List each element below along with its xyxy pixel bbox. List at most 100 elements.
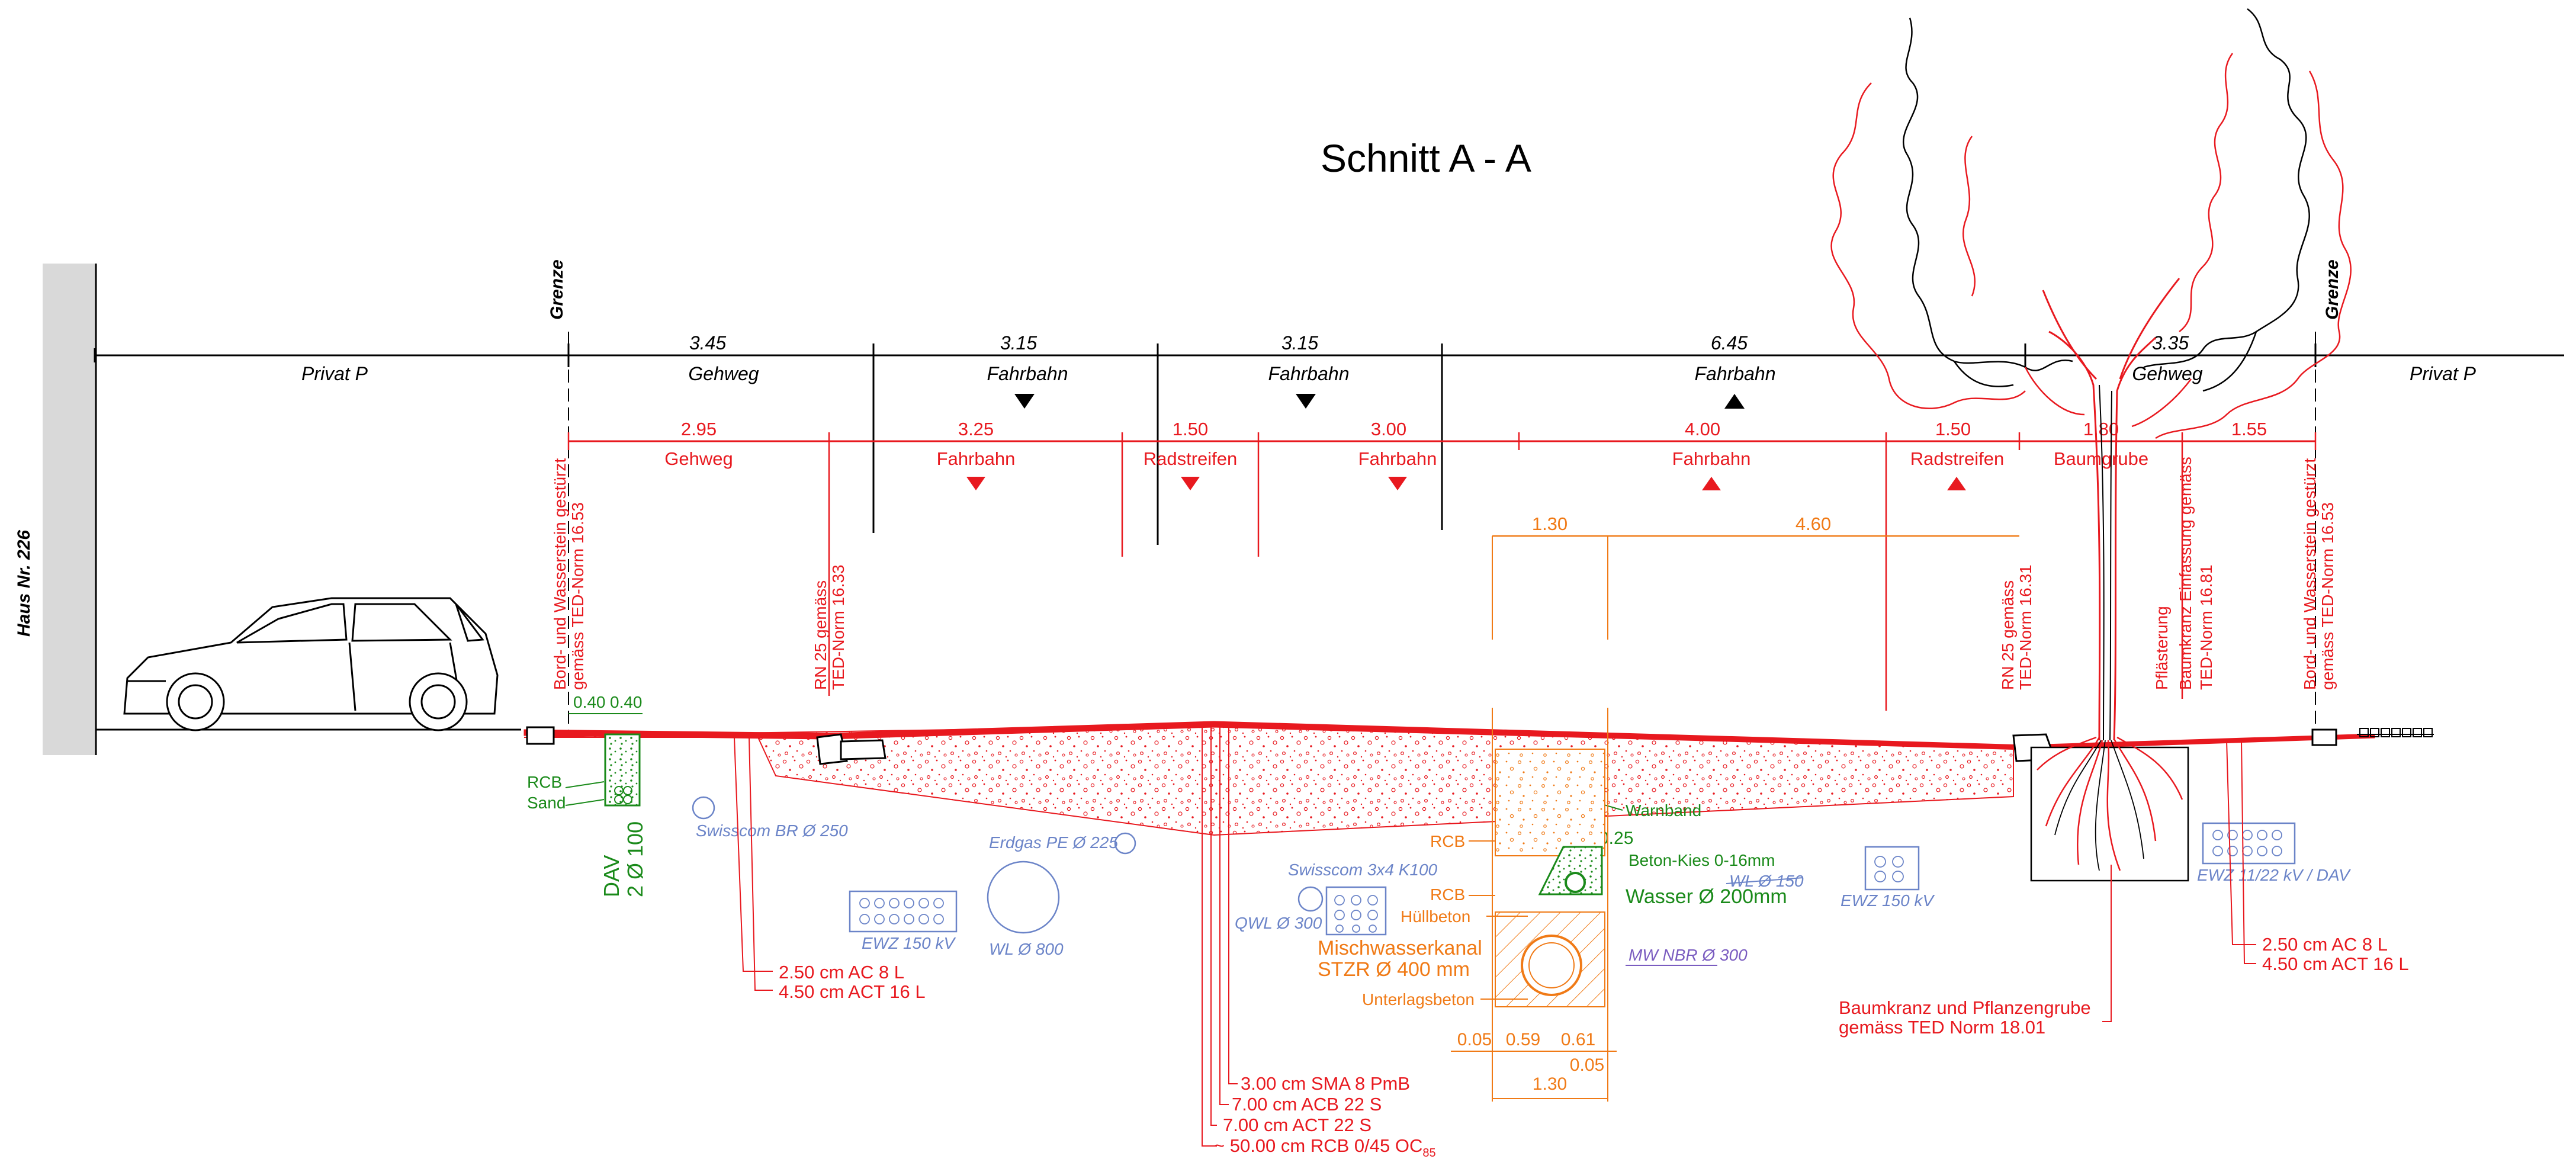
- paving-note-3: TED-Norm 16.81: [2197, 564, 2215, 690]
- dav-label-rcb: RCB: [527, 773, 562, 791]
- trench-top-dim-2: 4.60: [1796, 513, 1831, 534]
- trench-backfill: [1495, 749, 1605, 856]
- existing-dim-1: 3.45: [689, 332, 726, 354]
- paving-blocks: [2359, 728, 2433, 737]
- planned-zone-fahrbahn-3: Fahrbahn: [1672, 448, 1751, 469]
- wl-800-pipe: [987, 861, 1060, 934]
- swisscom-k-cable-block: [1325, 886, 1387, 936]
- existing-zone-private-right: Privat P: [2410, 363, 2477, 384]
- planned-zone-fahrbahn-2: Fahrbahn: [1358, 448, 1437, 469]
- ewz-mid-label: EWZ 150 kV: [1841, 891, 1935, 910]
- existing-zone-gehweg-left: Gehweg: [688, 363, 759, 384]
- car-illustration: [123, 597, 499, 731]
- planned-dim-4: 3.00: [1371, 419, 1406, 439]
- curb-note-right-1: Bord- und Wasserstein gestürzt: [2301, 458, 2319, 690]
- dav-label: DAV: [599, 855, 624, 897]
- trench-bottom-dim-4: 1.30: [1533, 1074, 1567, 1094]
- tree-note-1: Baumkranz und Pflanzengrube: [1839, 997, 2091, 1018]
- trench-bottom-dim-3: 0.61: [1561, 1030, 1595, 1049]
- rn-note-left-2: TED-Norm 16.33: [829, 564, 847, 690]
- tree-crown-black: [1903, 8, 2310, 392]
- tree-roots: [2037, 736, 2183, 871]
- paving-note-1: Pflästerung: [2153, 606, 2171, 690]
- trench-bottom-dim-1: 0.05: [1457, 1030, 1492, 1049]
- water-pipe: [1565, 872, 1586, 893]
- dav-pipes: [614, 786, 632, 804]
- qwl-pipe: [1297, 886, 1324, 912]
- layer-left-1: 2.50 cm AC 8 L: [779, 962, 904, 983]
- existing-dim-5: 3.35: [2152, 332, 2189, 354]
- planned-dim-5: 4.00: [1685, 419, 1720, 439]
- curb-dim-2: 0.40: [610, 693, 643, 711]
- beton-kies-label: Beton-Kies 0-16mm: [1629, 851, 1775, 869]
- existing-zone-fahrbahn-3: Fahrbahn: [1695, 363, 1776, 384]
- planned-dim-3: 1.50: [1173, 419, 1208, 439]
- layer-road-4-subscript: 85: [1422, 1147, 1435, 1159]
- layer-road-4: ~ 50.00 cm RCB 0/45 OC85: [1214, 1135, 1436, 1159]
- wl-800-label: WL Ø 800: [989, 940, 1064, 958]
- curb-note-left-2: gemäss TED-Norm 16.53: [568, 502, 587, 690]
- paving-note-2: Baumkranz Einfassung gemäss: [2176, 457, 2195, 690]
- dav-trench: [604, 733, 641, 807]
- swisscom-br-pipe: [692, 796, 715, 820]
- planned-zone-radstreifen-1: Radstreifen: [1144, 448, 1238, 469]
- layer-left-2: 4.50 cm ACT 16 L: [779, 981, 926, 1002]
- planned-zone-gehweg: Gehweg: [664, 448, 733, 469]
- qwl-label: QWL Ø 300: [1235, 914, 1322, 932]
- trench-label-unterlagsbeton: Unterlagsbeton: [1362, 990, 1475, 1009]
- ewz-mid-cable-block: [1864, 846, 1920, 891]
- rn-note-right-1: RN 25 gemäss: [1999, 580, 2017, 690]
- wasser-label: Wasser Ø 200mm: [1626, 885, 1787, 908]
- sewer-pipe: [1521, 935, 1582, 996]
- existing-zone-private-left: Privat P: [301, 363, 368, 384]
- house-wall: [43, 264, 96, 755]
- swisscom-br-label: Swisscom BR Ø 250: [696, 821, 848, 840]
- trench-top-dim-1: 1.30: [1532, 513, 1568, 534]
- existing-zone-fahrbahn-1: Fahrbahn: [987, 363, 1068, 384]
- house-label: Haus Nr. 226: [14, 530, 34, 637]
- erdgas-pipe: [1114, 832, 1136, 855]
- planned-zone-baumgrube: Baumgrube: [2054, 448, 2148, 469]
- trench-label-rcb2: RCB: [1430, 885, 1465, 904]
- layer-right-2: 4.50 cm ACT 16 L: [2262, 953, 2409, 974]
- layer-road-2: 7.00 cm ACB 22 S: [1232, 1094, 1382, 1115]
- tree-trunk: [2042, 278, 2180, 741]
- flow-arrow-up-red: [1947, 477, 1966, 490]
- boundary-label-left: Grenze: [547, 259, 567, 320]
- tree-note-2: gemäss TED Norm 18.01: [1839, 1017, 2045, 1038]
- flow-arrow-down-black: [1296, 394, 1316, 409]
- flow-arrow-down-black: [1014, 394, 1035, 409]
- dav-label-sand: Sand: [527, 794, 566, 812]
- water-pipe-bedding: [1538, 846, 1603, 895]
- sewer-label-1: Mischwasserkanal: [1318, 937, 1482, 959]
- planned-zone-radstreifen-2: Radstreifen: [1910, 448, 2005, 469]
- road-subbase: [523, 724, 2014, 836]
- trench-bottom-dim-5: 0.05: [1570, 1055, 1604, 1075]
- ewz-left-label: EWZ 150 kV: [862, 934, 956, 952]
- tree-roots-black: [2054, 740, 2144, 871]
- existing-zone-gehweg-right: Gehweg: [2132, 363, 2202, 384]
- curb-note-right-2: gemäss TED-Norm 16.53: [2318, 502, 2337, 690]
- flow-arrow-up-black: [1724, 394, 1745, 409]
- flow-arrow-up-red: [1702, 477, 1721, 490]
- layer-right-1: 2.50 cm AC 8 L: [2262, 934, 2388, 955]
- curb-note-left-1: Bord- und Wasserstein gestürzt: [551, 458, 569, 690]
- existing-zone-fahrbahn-2: Fahrbahn: [1268, 363, 1350, 384]
- rn-note-left-1: RN 25 gemäss: [811, 580, 830, 690]
- planned-dim-8: 1.55: [2231, 419, 2267, 439]
- ewz-right-cable-block: [2202, 822, 2296, 865]
- tree-crown-red: [1830, 53, 2352, 439]
- swisscom-k-label: Swisscom 3x4 K100: [1288, 861, 1438, 879]
- planned-dim-2: 3.25: [958, 419, 994, 439]
- flow-arrow-down-red: [966, 477, 985, 490]
- planned-dim-1: 2.95: [681, 419, 717, 439]
- rn-note-right-2: TED-Norm 16.31: [2016, 564, 2035, 690]
- existing-dim-4: 6.45: [1711, 332, 1748, 354]
- trench-bottom-dim-2: 0.59: [1506, 1030, 1540, 1049]
- ewz-right-label: EWZ 11/22 kV / DAV: [2197, 866, 2351, 884]
- layer-road-1: 3.00 cm SMA 8 PmB: [1241, 1073, 1410, 1094]
- mw-nbr-label: MW NBR Ø 300: [1629, 946, 1748, 964]
- planned-dim-6: 1.50: [1935, 419, 1971, 439]
- flow-arrow-down-red: [1181, 477, 1200, 490]
